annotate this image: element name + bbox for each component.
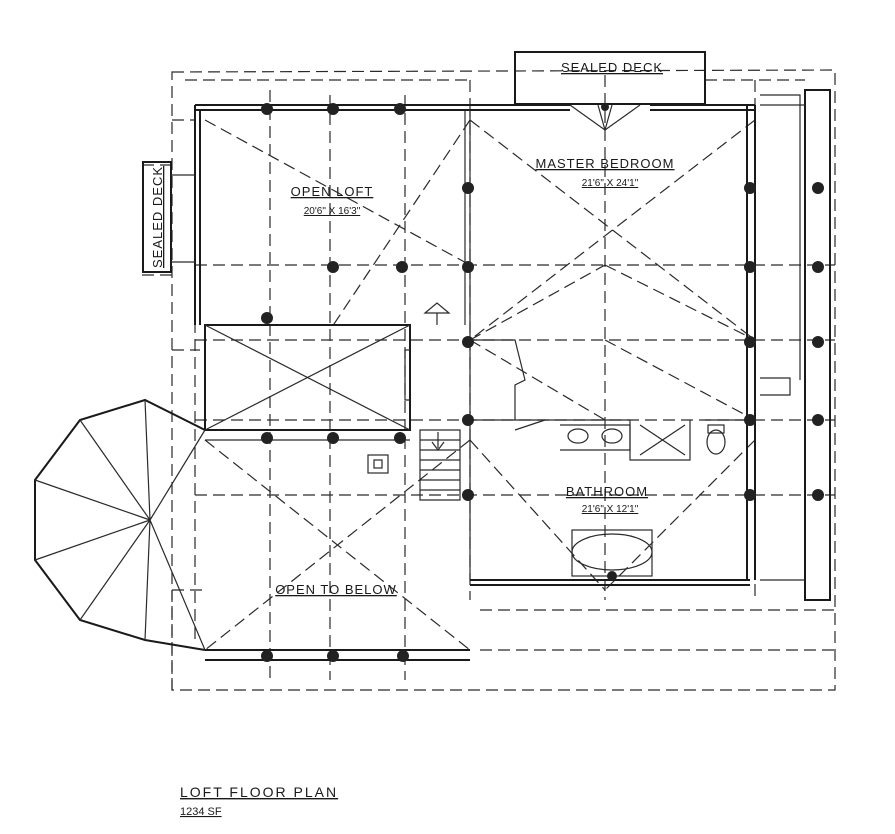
plan-area: 1234 SF [180,806,222,818]
bathroom-fixtures [560,424,726,581]
bathroom-label: BATHROOM [566,484,648,499]
octagonal-bay [34,398,206,651]
deck-label-left: SEALED DECK [150,166,165,268]
open-loft-dims: 20'6" X 16'3" [304,206,361,217]
top-sealed-deck [514,51,706,133]
open-loft-label: OPEN LOFT [291,184,374,199]
bathroom-dims: 21'6" X 12'1" [582,504,639,515]
deck-label-top: SEALED DECK [561,60,663,75]
plan-title: LOFT FLOOR PLAN [180,784,338,800]
right-deck [760,89,831,601]
exterior-walls [194,104,756,661]
left-sealed-deck [142,161,195,273]
north-marker [423,302,451,325]
dashed-outline [140,69,836,691]
structural-posts [261,103,824,662]
stairs [367,349,461,501]
master-bedroom-label: MASTER BEDROOM [536,156,675,171]
master-bedroom-dims: 21'6" X 24'1" [582,178,639,189]
interior-walls [204,94,801,461]
open-to-below-label: OPEN TO BELOW [275,582,397,597]
